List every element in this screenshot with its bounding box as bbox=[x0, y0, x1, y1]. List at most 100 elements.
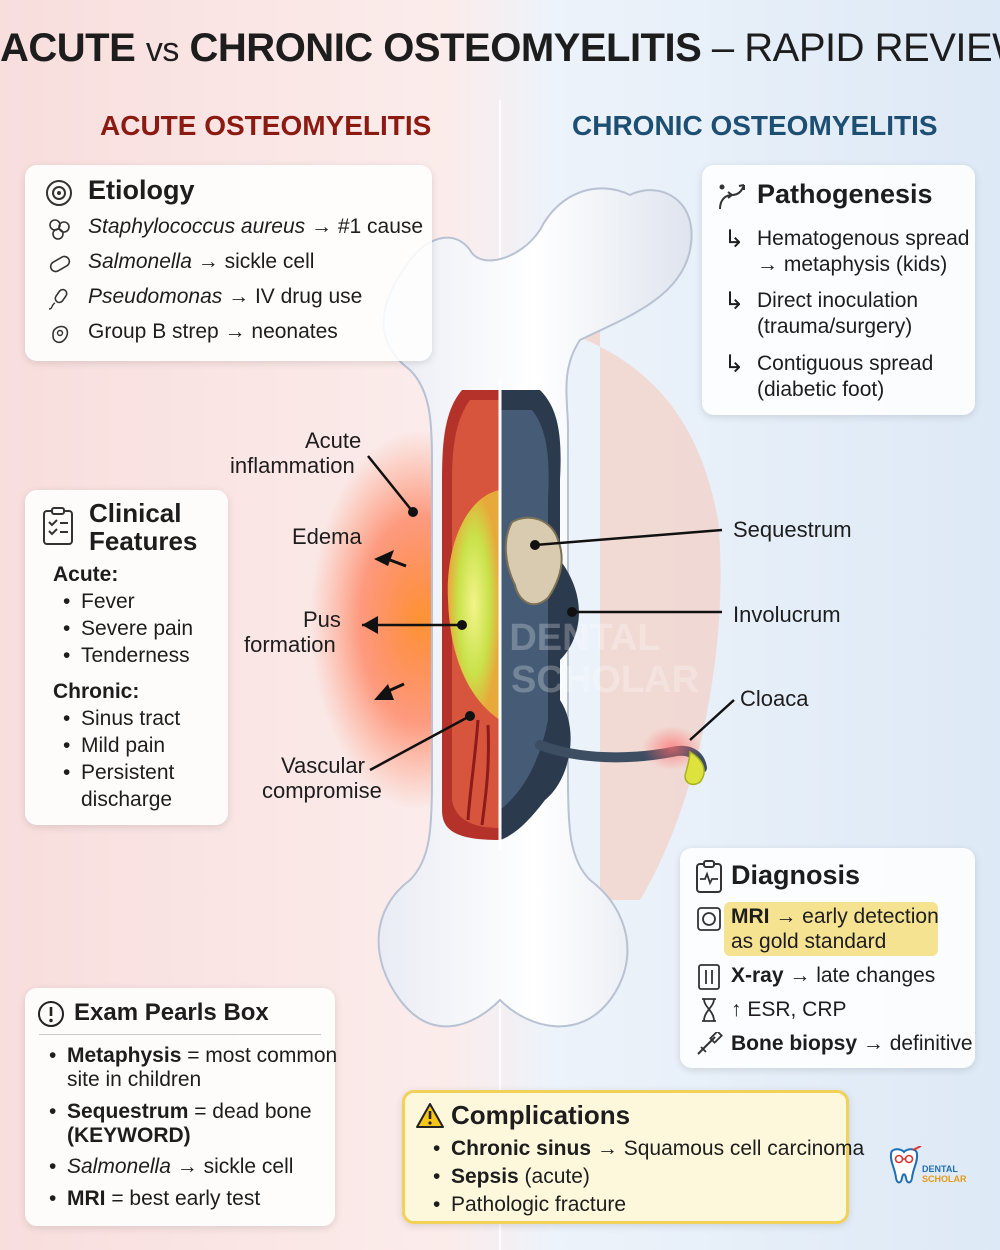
logo-text-2: SCHOLAR bbox=[922, 1174, 967, 1184]
bacillus-icon bbox=[49, 255, 71, 273]
pearl-4: MRI = best early test bbox=[49, 1187, 260, 1211]
watermark-2: SCHOLAR bbox=[511, 659, 699, 701]
clinical-acute-label: Acute: bbox=[53, 563, 119, 586]
leader-acute-inflammation bbox=[367, 455, 414, 513]
label-sequestrum: Sequestrum bbox=[733, 517, 852, 542]
clinical-title-1: Clinical bbox=[89, 498, 182, 528]
diagnosis-esr: ↑ ESR, CRP bbox=[731, 998, 847, 1021]
pearl-1: Metaphysis = most common bbox=[49, 1044, 337, 1068]
clipboard-checklist-icon bbox=[43, 507, 73, 545]
etiology-icon bbox=[46, 180, 72, 206]
edema-arrow-top bbox=[374, 550, 394, 566]
clinical-acute-1: Fever bbox=[63, 590, 135, 614]
etiology-row-4: Group B strep → neonates bbox=[88, 320, 338, 343]
chronic-marrow-inner bbox=[500, 410, 549, 810]
pearls-divider bbox=[39, 1034, 321, 1035]
edema-arrow-top-shaft bbox=[389, 558, 407, 568]
label-vascular-1: Vascular bbox=[281, 753, 365, 778]
leader-sequestrum bbox=[534, 528, 723, 547]
dot-sequestrum bbox=[530, 540, 540, 550]
branch-arrow-icon: ↳ bbox=[724, 351, 745, 378]
clipboard-ecg-icon bbox=[696, 860, 722, 893]
pus-arrowhead bbox=[362, 616, 378, 634]
discharge-drop bbox=[684, 750, 705, 786]
pathogenesis-3a: Contiguous spread bbox=[757, 352, 934, 375]
label-cloaca: Cloaca bbox=[740, 686, 809, 711]
pearl-3: Salmonella → sickle cell bbox=[49, 1155, 293, 1179]
title-rapid-review: – RAPID REVIEW bbox=[711, 26, 1000, 70]
pathogenesis-1a: Hematogenous spread bbox=[757, 227, 970, 250]
watermark-1: DENTAL bbox=[509, 617, 660, 659]
pearl-2: Sequestrum = dead bone bbox=[49, 1100, 312, 1124]
chronic-heading: CHRONIC OSTEOMYELITIS bbox=[572, 110, 938, 141]
tooth-logo-icon bbox=[889, 1146, 922, 1184]
dental-scholar-logo: DENTAL SCHOLAR bbox=[885, 1146, 967, 1186]
complication-3: Pathologic fracture bbox=[433, 1193, 626, 1217]
dot-acute-inflammation bbox=[408, 507, 418, 517]
cloaca-glow bbox=[642, 726, 702, 770]
label-pus-1: Pus bbox=[303, 607, 341, 632]
sequestrum-shape bbox=[504, 516, 563, 605]
xray-bone-icon bbox=[698, 964, 720, 990]
diagnosis-mri-2: as gold standard bbox=[731, 930, 887, 953]
label-pus-2: formation bbox=[244, 632, 336, 657]
title-acute: ACUTE bbox=[0, 26, 136, 70]
dot-vascular bbox=[465, 711, 475, 721]
flagellated-bacterium-icon bbox=[48, 288, 68, 310]
warning-triangle-icon bbox=[416, 1103, 444, 1128]
logo-text-1: DENTAL bbox=[922, 1164, 958, 1174]
clinical-chronic-label: Chronic: bbox=[53, 680, 140, 703]
clinical-chronic-1: Sinus tract bbox=[63, 707, 180, 731]
leader-vascular bbox=[369, 714, 471, 772]
etiology-card: Etiology Staphylococcus aureus → #1 caus… bbox=[25, 165, 432, 361]
soft-tissue bbox=[560, 330, 721, 900]
diagnosis-title: Diagnosis bbox=[731, 860, 861, 890]
label-acute-inflammation-2: inflammation bbox=[230, 453, 355, 478]
vessels bbox=[466, 719, 490, 826]
label-involucrum: Involucrum bbox=[733, 602, 841, 627]
label-vascular-2: compromise bbox=[262, 778, 382, 803]
label-edema: Edema bbox=[292, 524, 362, 549]
clinical-acute-2: Severe pain bbox=[63, 617, 193, 641]
bacteria-cluster-icon bbox=[49, 219, 70, 240]
dot-pus bbox=[457, 620, 467, 630]
complication-1: Chronic sinus → Squamous cell carcinoma bbox=[433, 1137, 864, 1161]
pearl-2b: (KEYWORD) bbox=[67, 1124, 191, 1147]
branch-arrow-icon: ↳ bbox=[724, 226, 745, 253]
page-title: ACUTE vs CHRONIC OSTEOMYELITIS – RAPID R… bbox=[0, 26, 1000, 71]
diagnosis-biopsy: Bone biopsy → definitive bbox=[731, 1032, 973, 1055]
mri-scanner-icon bbox=[697, 907, 721, 931]
complications-title: Complications bbox=[451, 1100, 631, 1130]
edema-arrow-bottom-shaft bbox=[385, 682, 405, 694]
hourglass-icon bbox=[702, 998, 716, 1022]
title-chronic: CHRONIC OSTEOMYELITIS bbox=[189, 26, 702, 70]
clinical-acute-3: Tenderness bbox=[63, 644, 190, 668]
branch-arrow-icon: ↳ bbox=[724, 288, 745, 315]
etiology-row-3: Pseudomonas → IV drug use bbox=[88, 285, 363, 308]
etiology-title: Etiology bbox=[88, 175, 195, 205]
pearls-title: Exam Pearls Box bbox=[74, 999, 269, 1026]
pathogenesis-card: Pathogenesis ↳ Hematogenous spread → met… bbox=[702, 165, 975, 415]
clinical-chronic-2: Mild pain bbox=[63, 734, 165, 758]
cell-icon bbox=[52, 325, 69, 344]
pathogenesis-2a: Direct inoculation bbox=[757, 289, 919, 312]
leader-cloaca bbox=[689, 699, 735, 741]
diagnosis-xray: X-ray → late changes bbox=[731, 964, 936, 987]
spread-arrows-icon bbox=[719, 184, 745, 210]
exclamation-circle-icon bbox=[38, 1001, 64, 1027]
clinical-features-card: Clinical Features Acute: Fever Severe pa… bbox=[25, 490, 228, 825]
label-acute-inflammation-1: Acute bbox=[305, 428, 362, 453]
clinical-title-2: Features bbox=[89, 526, 198, 556]
edema-arrow-bottom bbox=[374, 684, 394, 700]
clinical-chronic-3b: discharge bbox=[81, 788, 173, 811]
diagnosis-card: Diagnosis MRI → early detection as gold … bbox=[680, 848, 975, 1068]
acute-heading: ACUTE OSTEOMYELITIS bbox=[100, 110, 432, 141]
biopsy-needle-icon bbox=[697, 1032, 723, 1055]
pathogenesis-3b: (diabetic foot) bbox=[757, 378, 885, 401]
pearl-1b: site in children bbox=[67, 1068, 202, 1091]
pathogenesis-1b: → metaphysis (kids) bbox=[757, 253, 948, 276]
pathogenesis-title: Pathogenesis bbox=[757, 179, 933, 209]
title-vs: vs bbox=[145, 31, 180, 69]
mri-highlight bbox=[724, 902, 938, 956]
